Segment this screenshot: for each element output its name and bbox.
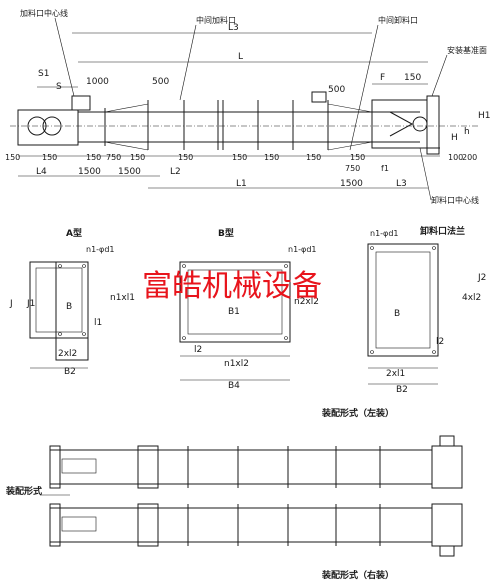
assembly-right — [49, 503, 463, 557]
discharge-2xl1: 2xl1 — [386, 369, 405, 379]
dim-500-right: 500 — [328, 85, 345, 95]
dim-l3-top: L3 — [228, 23, 239, 33]
dim-150-a: 150 — [5, 153, 20, 162]
flange-b-n1xl2: n1xl2 — [224, 359, 249, 369]
flange-a-title: A型 — [66, 227, 82, 239]
dim-h1: H1 — [478, 111, 491, 121]
dim-1500-mid: 1500 — [118, 167, 141, 177]
flange-b-holes: n1-φd1 — [288, 245, 317, 254]
flange-b-title: B型 — [218, 227, 234, 239]
dim-l4: L4 — [36, 167, 47, 177]
dim-750-a: 750 — [106, 153, 121, 162]
discharge-b2: B2 — [396, 385, 408, 395]
label-discharge-center: 卸料口中心线 — [431, 195, 479, 205]
dim-1500-right: 1500 — [340, 179, 363, 189]
assembly-side-label: 装配形式 — [5, 485, 42, 497]
discharge-j2: J2 — [477, 273, 486, 283]
flange-a-2xl2: 2xl2 — [58, 349, 77, 359]
label-mid-discharge: 中间卸料口 — [378, 15, 418, 25]
assembly-right-label: 装配形式（右装） — [321, 569, 394, 581]
label-mid-feed: 中间加料口 — [196, 15, 236, 25]
dim-1000: 1000 — [86, 77, 109, 87]
discharge-b: B — [394, 309, 400, 319]
flange-a-b: B — [66, 302, 72, 312]
flange-b-l2: l2 — [194, 345, 202, 355]
dim-500-left: 500 — [152, 77, 169, 87]
dim-750-b: 750 — [345, 164, 360, 173]
dim-l3-bottom: L3 — [396, 179, 407, 189]
flange-type-b: B型 n1-φd1 B1 n2xl2 l2 n1xl2 B4 — [179, 227, 319, 391]
dim-1500-left: 1500 — [78, 167, 101, 177]
dim-100: 100 — [448, 153, 463, 162]
flange-a-b2: B2 — [64, 367, 76, 377]
assembly-left — [49, 435, 463, 489]
flange-a-n1xl1: n1xl1 — [110, 293, 135, 303]
dim-200: 200 — [462, 153, 477, 162]
flange-a-holes: n1-φd1 — [86, 245, 115, 254]
flange-b-b4: B4 — [228, 381, 240, 391]
label-feed-center: 加料口中心线 — [20, 8, 68, 18]
watermark: 富皓机械设备 — [142, 269, 322, 304]
discharge-4xl2: 4xl2 — [462, 293, 481, 303]
dim-s: S — [56, 82, 62, 92]
dim-h: H — [451, 133, 458, 143]
dim-150-i: 150 — [350, 153, 365, 162]
dim-150-h: 150 — [306, 153, 321, 162]
top-view: L3 L 1000 S1 S 500 500 F 150 H1 H h 加料口中… — [5, 8, 491, 205]
label-install-ref: 安装基准面 — [447, 45, 487, 55]
dim-h-small: h — [464, 127, 470, 137]
dim-s1: S1 — [38, 69, 49, 79]
dim-f1: f1 — [381, 164, 389, 173]
dim-150-d: 150 — [130, 153, 145, 162]
discharge-flange-title: 卸料口法兰 — [420, 225, 465, 237]
flange-a-j1: J1 — [26, 299, 35, 309]
flange-a-l1: l1 — [94, 318, 102, 328]
flange-a-j: J — [9, 299, 13, 309]
flange-type-a: A型 n1-φd1 J J1 B l1 n1xl1 2xl2 B2 — [9, 227, 135, 377]
dim-150-c: 150 — [86, 153, 101, 162]
discharge-l2: l2 — [436, 337, 444, 347]
flange-b-b1: B1 — [228, 307, 240, 317]
dim-150-e: 150 — [178, 153, 193, 162]
dim-150-f: 150 — [232, 153, 247, 162]
discharge-flange-holes: n1-φd1 — [370, 229, 399, 238]
dim-150-b: 150 — [42, 153, 57, 162]
dim-l: L — [238, 52, 243, 62]
discharge-flange: 卸料口法兰 n1-φd1 B 4xl2 J2 l2 2xl1 B2 — [367, 225, 486, 395]
dim-150-right: 150 — [404, 73, 421, 83]
dim-150-g: 150 — [264, 153, 279, 162]
dim-f: F — [380, 73, 385, 83]
flange-b-n2xl2: n2xl2 — [294, 297, 319, 307]
assembly-left-label: 装配形式（左装） — [321, 407, 394, 419]
dim-l2: L2 — [170, 167, 181, 177]
dim-l1: L1 — [236, 179, 247, 189]
